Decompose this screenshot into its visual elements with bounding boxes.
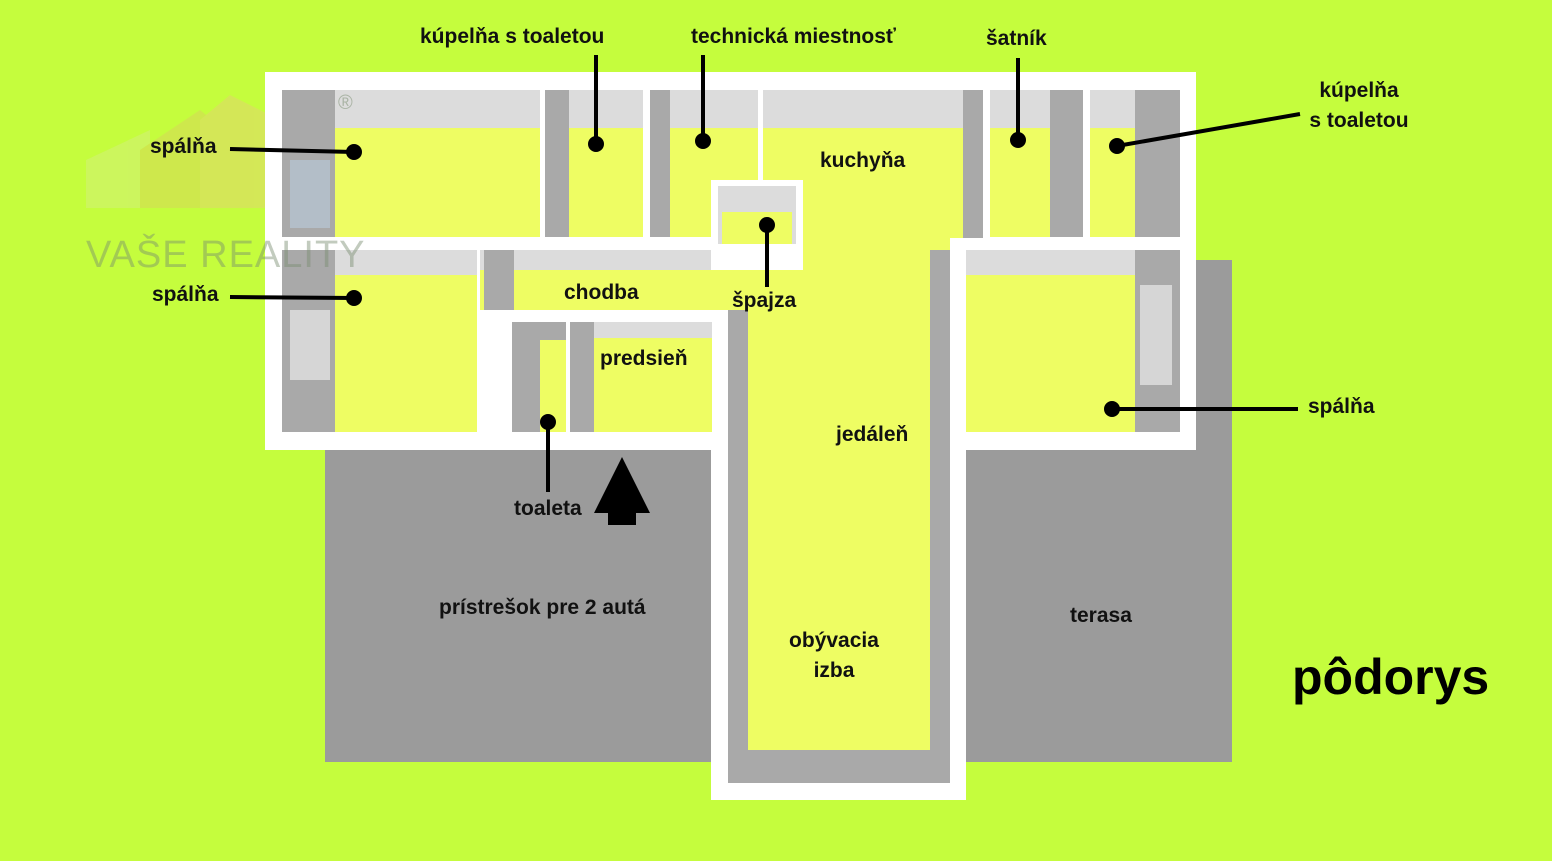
room-satnik	[990, 90, 1083, 237]
label-jedalen: jedáleň	[836, 423, 909, 446]
label-spalna-2: spálňa	[152, 283, 219, 306]
label-spajza: špajza	[732, 289, 797, 312]
label-spalna-3: spálňa	[1308, 395, 1375, 418]
room-toaleta	[512, 322, 566, 432]
label-kupelna-2: kúpelňa s toaletou	[1300, 76, 1418, 136]
label-obyvacia-line2: izba	[813, 659, 855, 682]
watermark-registered: ®	[338, 92, 353, 114]
label-technicka: technická miestnosť	[691, 25, 896, 48]
label-kupelna-1: kúpelňa s toaletou	[420, 25, 605, 48]
carport-paving	[325, 445, 715, 762]
label-obyvacia-izba: obývacia izba	[774, 626, 894, 686]
label-spalna-1: spálňa	[150, 135, 217, 158]
plan-title: pôdorys	[1292, 649, 1490, 705]
label-pristresok: prístrešok pre 2 autá	[439, 596, 646, 619]
room-chodba	[480, 250, 730, 310]
label-terasa: terasa	[1070, 604, 1132, 627]
entrance-arrow-icon	[594, 457, 650, 525]
room-predsien	[570, 322, 712, 432]
room-spalna-1	[282, 90, 540, 237]
room-spajza	[711, 180, 803, 270]
label-obyvacia-line1: obývacia	[789, 629, 879, 652]
leader-lines	[229, 55, 1301, 492]
room-spalna-3	[966, 250, 1180, 432]
label-satnik: šatník	[986, 27, 1047, 50]
label-toaleta: toaleta	[514, 497, 582, 520]
label-kupelna-2-line1: kúpelňa	[1319, 79, 1399, 102]
watermark-text: VAŠE REALITY	[86, 234, 366, 276]
room-kupelna-1	[545, 90, 643, 237]
label-kupelna-2-line2: s toaletou	[1309, 109, 1409, 132]
label-predsien: predsieň	[600, 347, 688, 370]
room-spalna-2	[282, 250, 477, 432]
label-kuchyna: kuchyňa	[820, 149, 906, 172]
room-kupelna-2	[1090, 90, 1180, 237]
room-kuchyna-jedalen-obyvacia	[728, 90, 983, 783]
label-chodba: chodba	[564, 281, 639, 304]
